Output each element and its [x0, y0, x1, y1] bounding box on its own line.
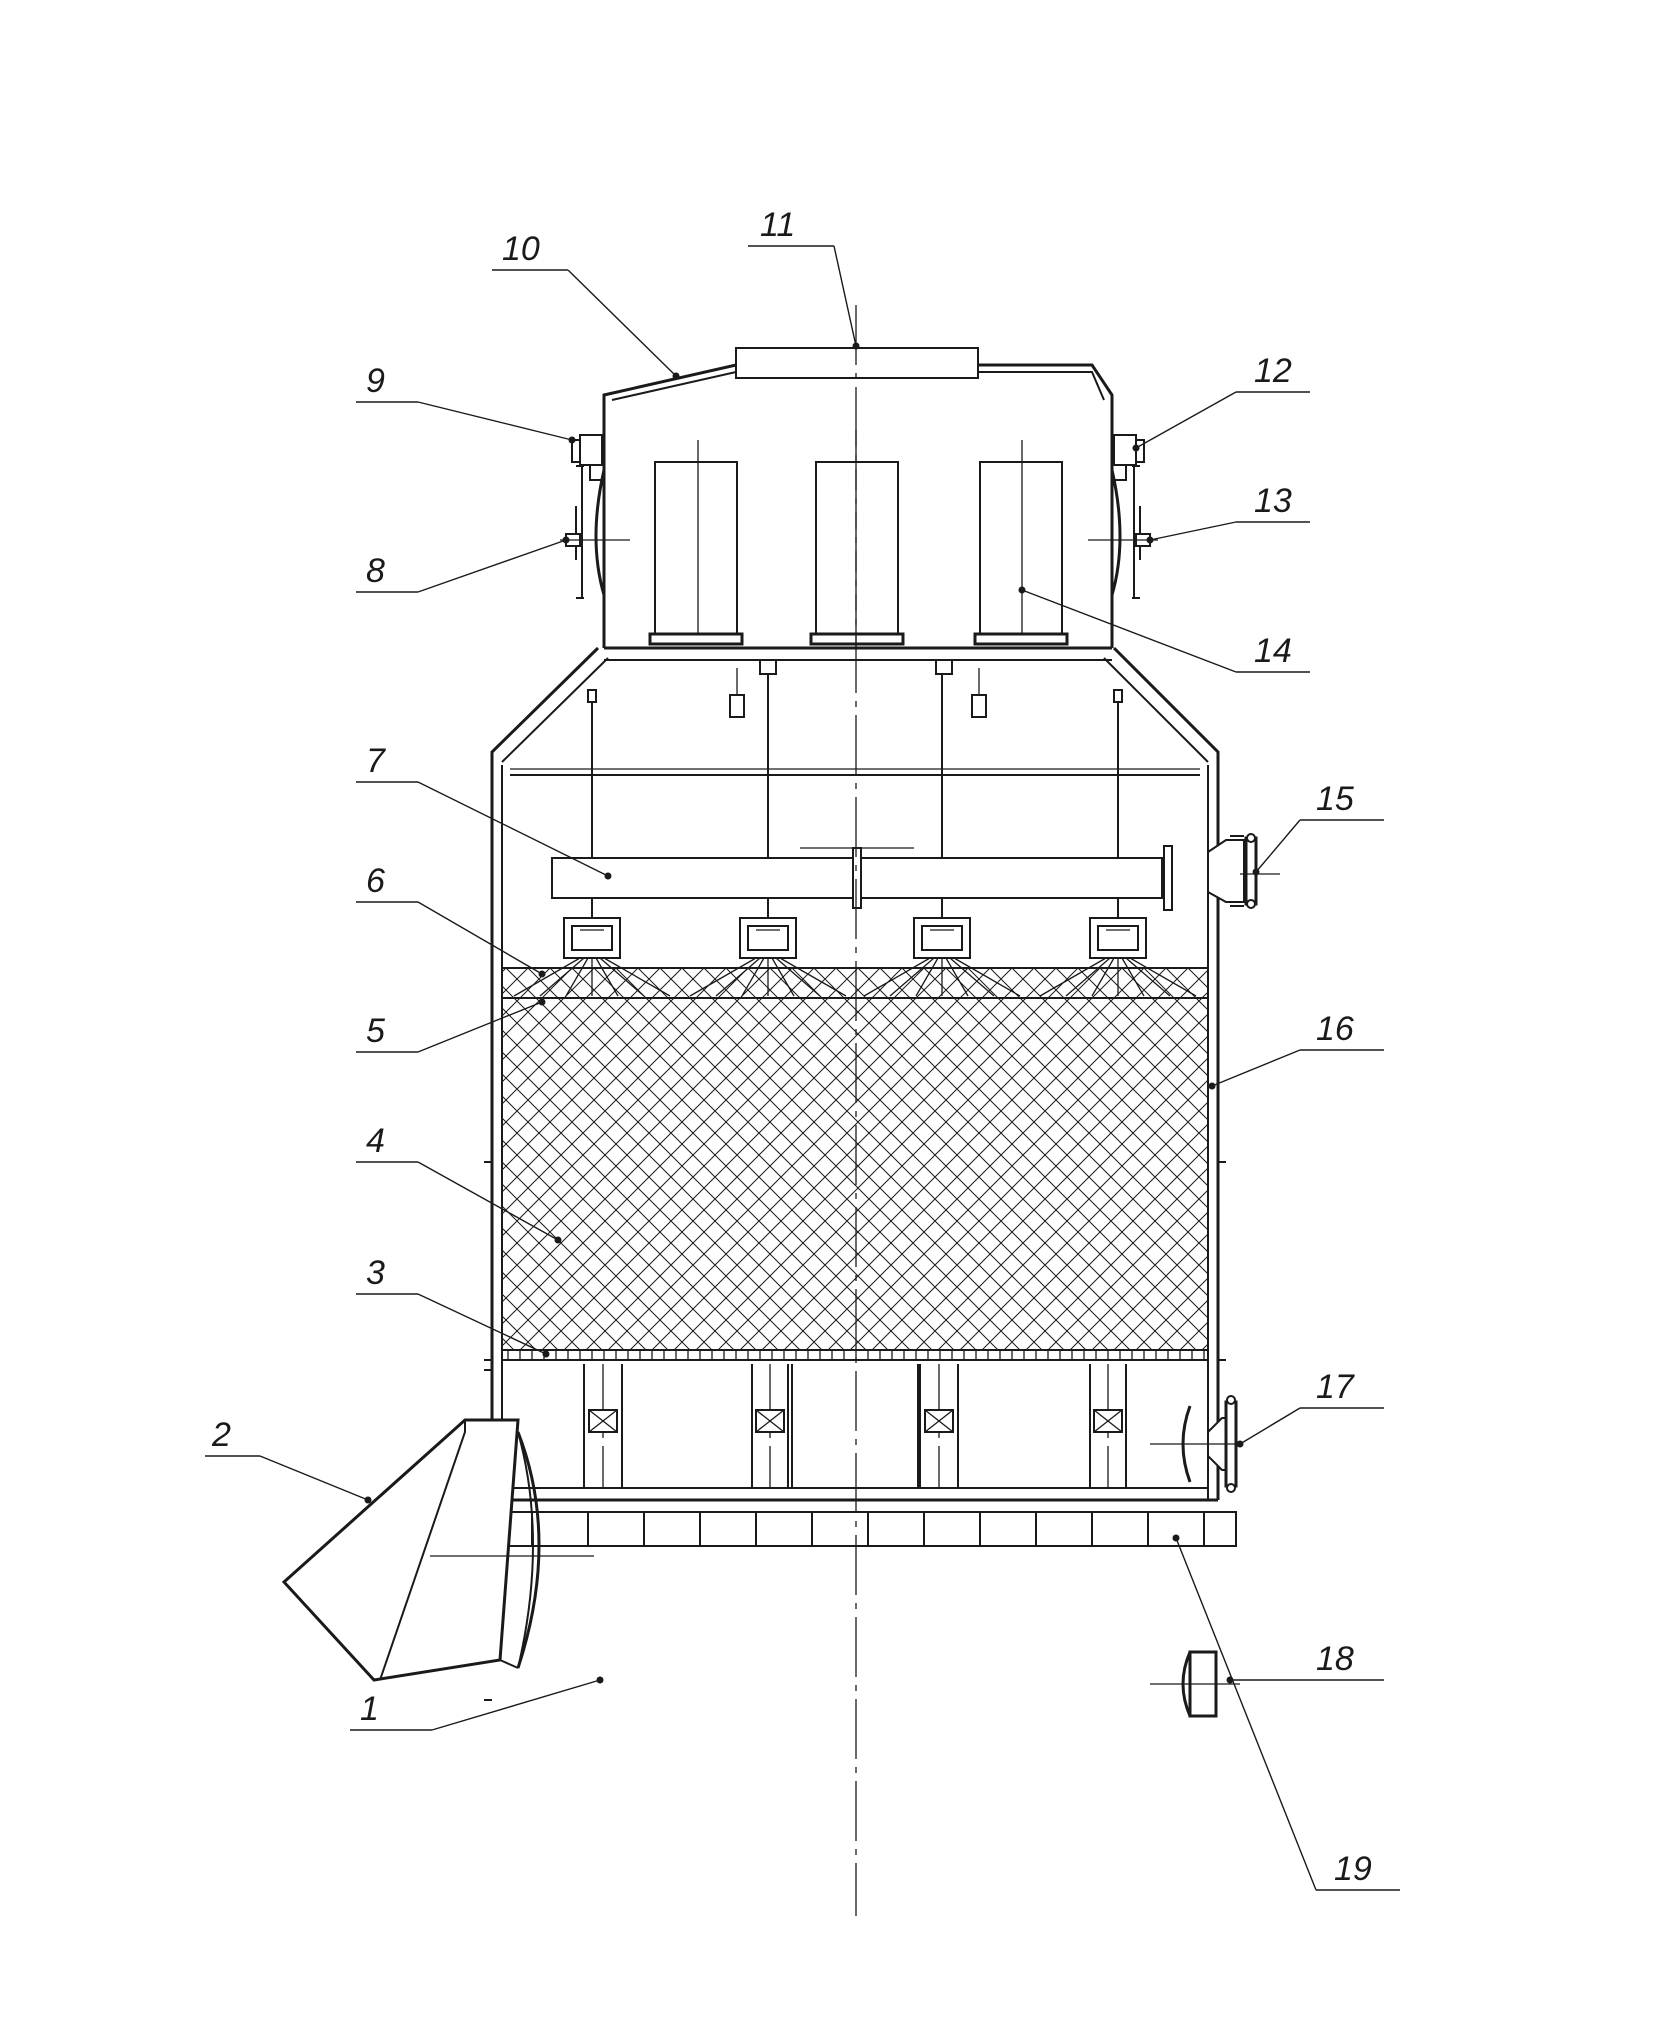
- callout-1: 1: [350, 1676, 604, 1731]
- right-inspection-hatch: [1088, 465, 1158, 599]
- callout-leader: [567, 269, 677, 377]
- callout-leader: [1211, 1049, 1301, 1087]
- callout-10: 10: [492, 230, 680, 380]
- callout-9: 9: [356, 362, 576, 444]
- callout-8: 8: [356, 536, 570, 593]
- callout-leader: [417, 1001, 543, 1053]
- callout-dot: [1146, 536, 1154, 544]
- callout-leader: [1175, 1537, 1317, 1891]
- callout-dot: [852, 342, 860, 350]
- callout-leader: [417, 1293, 547, 1355]
- callout-leader: [259, 1455, 369, 1501]
- hanger-rods: [587, 659, 1123, 880]
- packing-bed: [502, 997, 1208, 1350]
- upper-chamber: [602, 347, 1114, 661]
- callout-leader: [1135, 391, 1237, 449]
- callout-dot: [604, 872, 612, 880]
- callout-6: 6: [356, 862, 546, 978]
- side-nozzle-lower: [1150, 1650, 1240, 1718]
- callout-leader: [1239, 1407, 1301, 1445]
- callout-number: 18: [1316, 1640, 1354, 1678]
- callout-18: 18: [1226, 1640, 1384, 1684]
- callout-dot: [554, 1236, 562, 1244]
- callout-leader: [431, 1679, 601, 1731]
- callout-dot: [1208, 1082, 1216, 1090]
- callout-dot: [538, 970, 546, 978]
- filter-cartridges: [648, 440, 1069, 646]
- callout-7: 7: [356, 742, 612, 880]
- callout-14: 14: [1018, 586, 1310, 673]
- callout-number: 16: [1316, 1010, 1354, 1048]
- callout-15: 15: [1252, 780, 1384, 876]
- callout-number: 15: [1316, 780, 1354, 818]
- right-nozzle: [1112, 434, 1145, 481]
- callout-leader: [1255, 819, 1301, 873]
- callout-dot: [1018, 586, 1026, 594]
- conical-roof: [490, 646, 1220, 776]
- callout-11: 11: [748, 206, 860, 350]
- callout-number: 11: [760, 206, 795, 244]
- callout-13: 13: [1146, 482, 1310, 544]
- callout-number: 7: [366, 742, 386, 780]
- callout-dot: [364, 1496, 372, 1504]
- callout-number: 19: [1334, 1850, 1372, 1888]
- callout-19: 19: [1172, 1534, 1400, 1891]
- callout-dot: [568, 436, 576, 444]
- callout-number: 8: [366, 552, 385, 590]
- base-skid: [477, 1511, 1237, 1547]
- lower-support-columns: [583, 1364, 1127, 1488]
- callout-number: 2: [211, 1416, 231, 1454]
- callout-number: 17: [1316, 1368, 1355, 1406]
- callout-leader: [1021, 589, 1237, 673]
- callout-4: 4: [356, 1122, 562, 1244]
- callout-leader: [417, 901, 543, 975]
- callout-leader: [417, 401, 573, 441]
- callout-number: 4: [366, 1122, 385, 1160]
- callout-number: 1: [360, 1690, 379, 1728]
- callout-dot: [562, 536, 570, 544]
- callout-number: 12: [1254, 352, 1292, 390]
- gas-inlet: [281, 1418, 594, 1682]
- left-nozzle: [571, 434, 604, 481]
- outlet-flange: [1207, 833, 1280, 909]
- callout-leader: [833, 245, 857, 347]
- callout-12: 12: [1132, 352, 1310, 452]
- callout-number: 6: [366, 862, 385, 900]
- callout-16: 16: [1208, 1010, 1384, 1090]
- callout-dot: [672, 372, 680, 380]
- callout-dot: [1132, 444, 1140, 452]
- distribution-pipe: [551, 845, 1173, 911]
- callout-2: 2: [205, 1416, 372, 1504]
- callout-leader: [417, 781, 609, 877]
- callout-number: 13: [1254, 482, 1292, 520]
- callout-number: 3: [366, 1254, 385, 1292]
- callout-leader: [417, 1161, 559, 1241]
- callout-5: 5: [356, 998, 546, 1053]
- callout-dot: [1252, 868, 1260, 876]
- callout-dot: [1236, 1440, 1244, 1448]
- callout-number: 10: [502, 230, 540, 268]
- callout-dot: [596, 1676, 604, 1684]
- callout-dot: [538, 998, 546, 1006]
- callout-3: 3: [356, 1254, 550, 1358]
- upper-packing-layer: [502, 967, 1208, 998]
- support-grid: [501, 1349, 1209, 1361]
- callout-number: 9: [366, 362, 385, 400]
- callout-number: 14: [1254, 632, 1292, 670]
- callout-number: 5: [366, 1012, 385, 1050]
- left-inspection-hatch: [560, 465, 630, 599]
- callout-leader: [417, 539, 567, 593]
- callout-dot: [542, 1350, 550, 1358]
- callout-dot: [1172, 1534, 1180, 1542]
- callout-17: 17: [1236, 1368, 1384, 1448]
- callout-leader: [1149, 521, 1237, 541]
- side-nozzle-upper: [1150, 1395, 1240, 1493]
